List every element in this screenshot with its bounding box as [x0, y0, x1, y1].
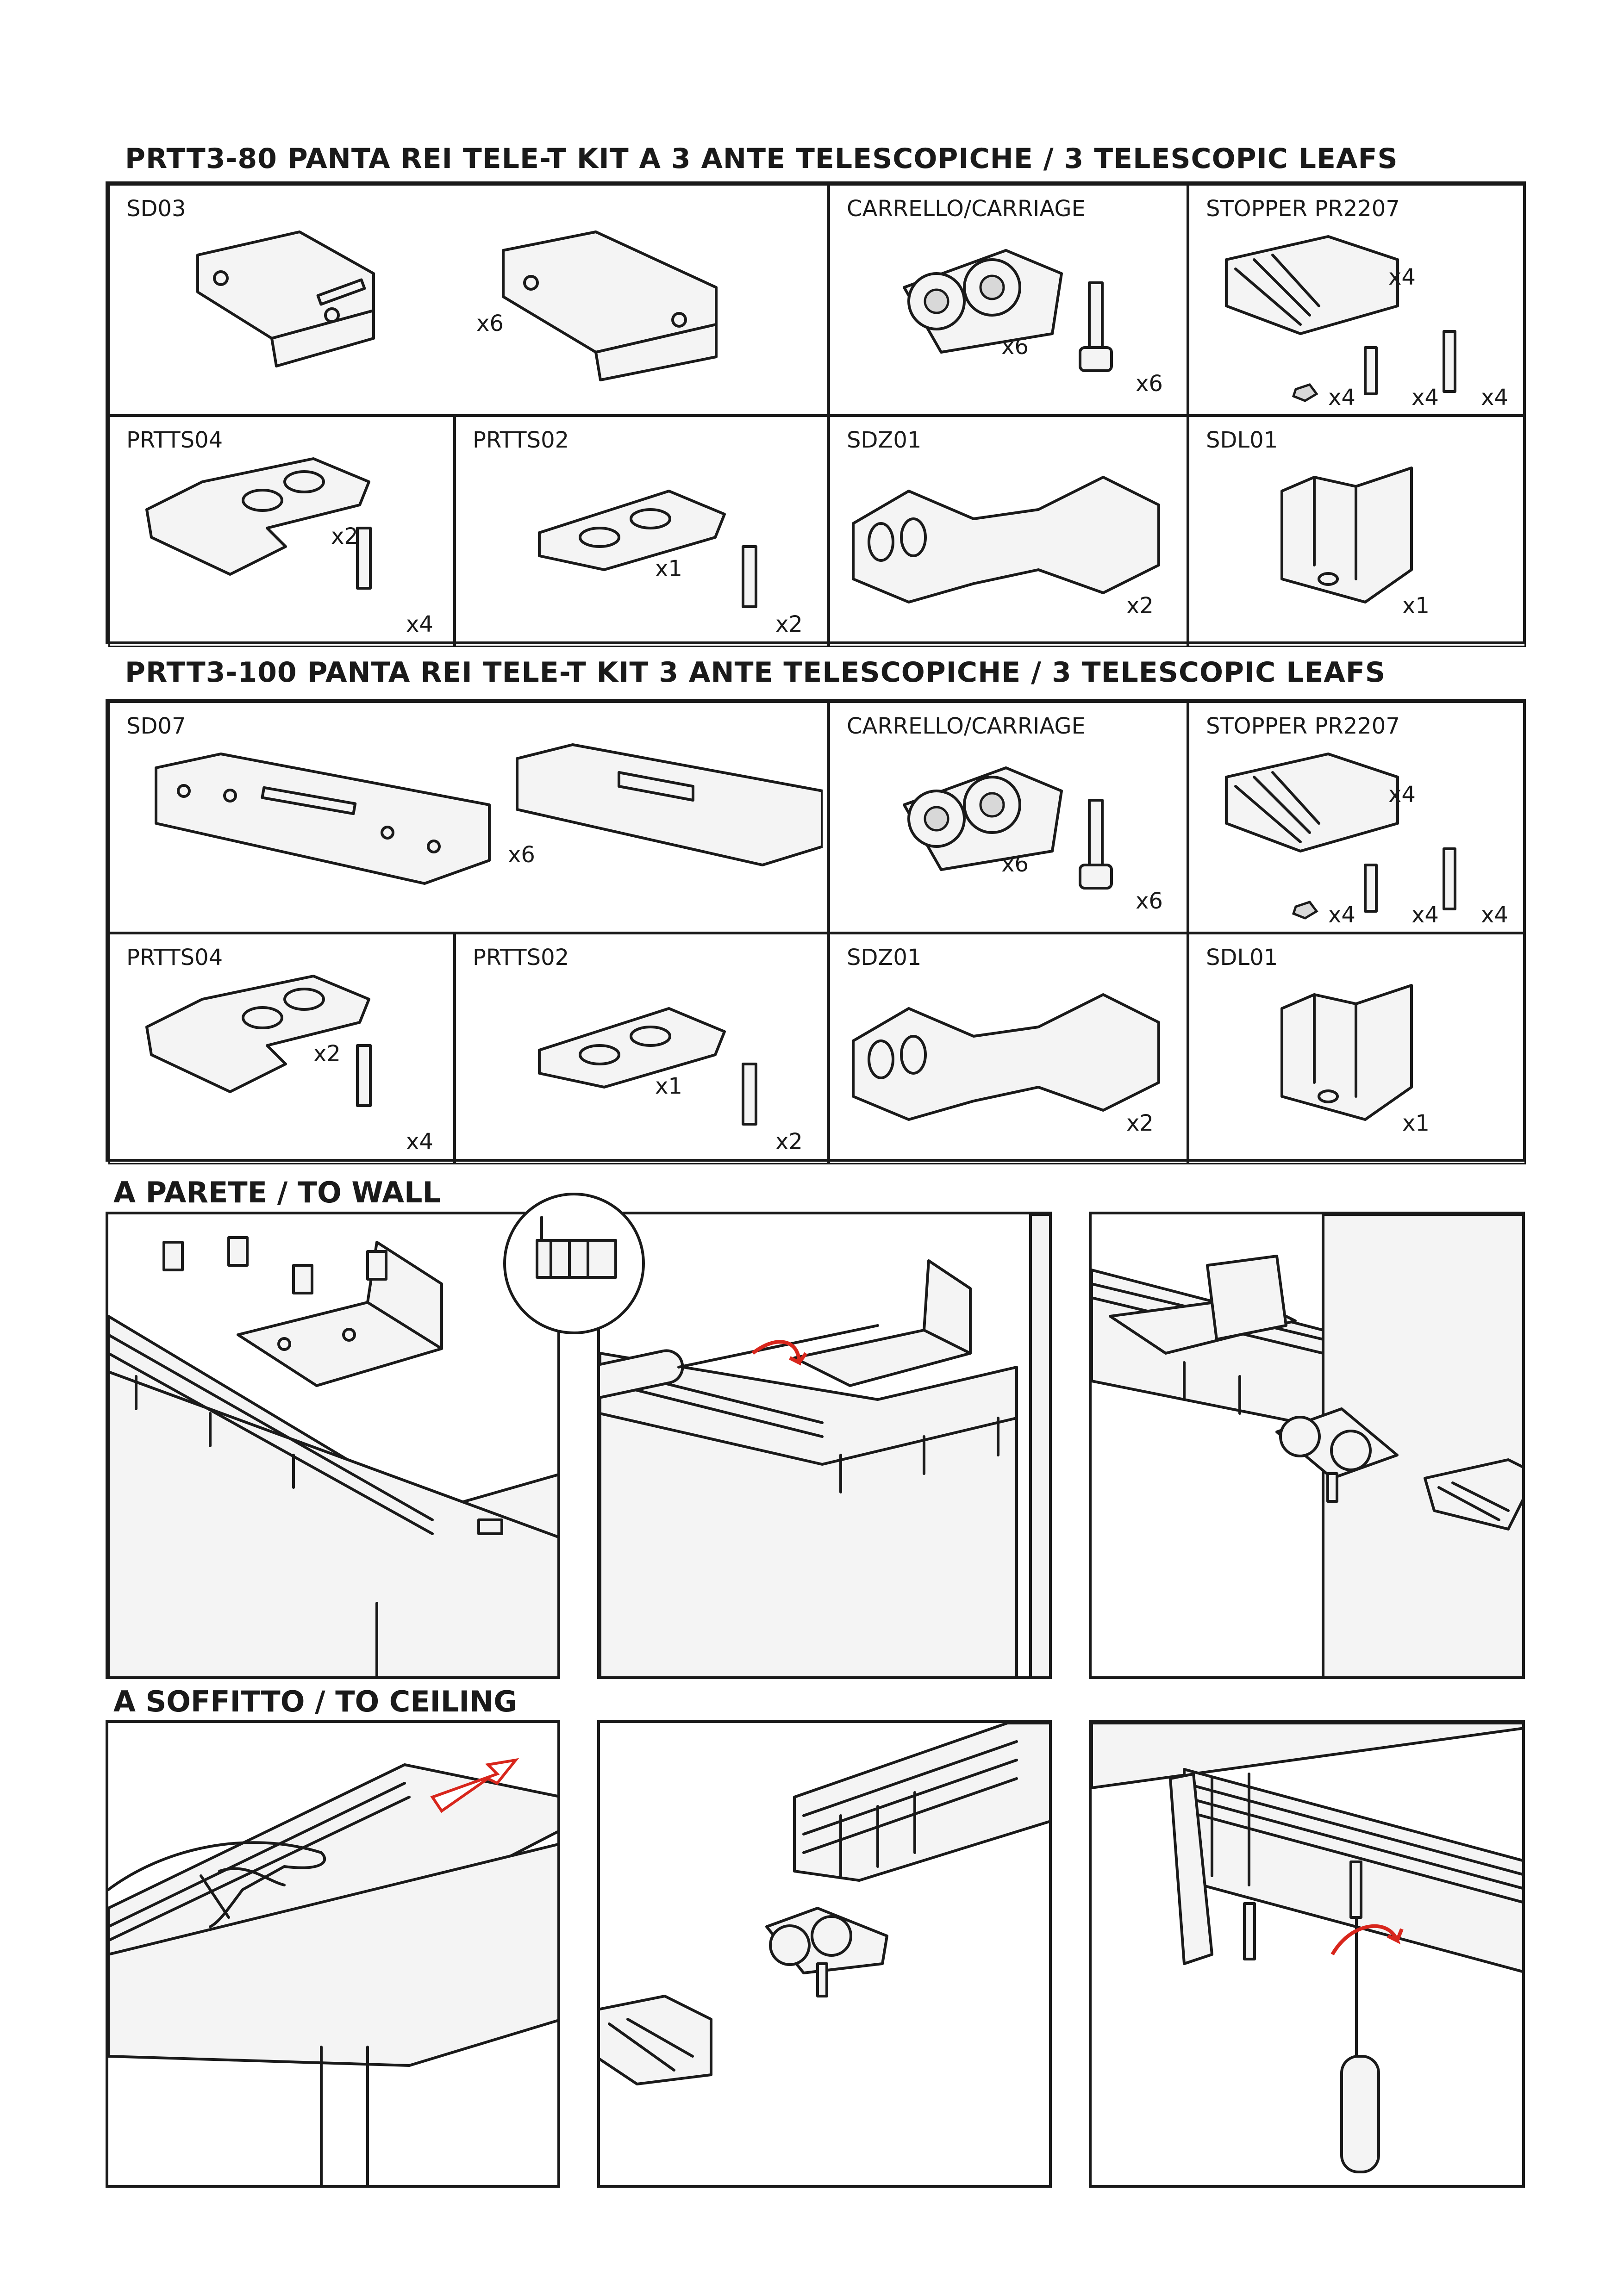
ceiling-step-2-illustration — [600, 1723, 1049, 2085]
part-label: PRTTS04 — [126, 945, 223, 971]
qty-label: x6 — [1136, 371, 1163, 397]
part-label: CARRELLO/CARRIAGE — [847, 196, 1086, 222]
prtts04-illustration — [145, 975, 372, 1107]
part-label: SD07 — [126, 713, 186, 739]
qty-label: x4 — [1481, 385, 1508, 411]
part-label: PRTTS02 — [473, 427, 569, 453]
cell-prtts02: PRTTS02 x1 x2 — [455, 416, 829, 647]
prtts04-illustration — [145, 457, 372, 590]
cell-stopper: STOPPER PR2207 x4 x4 x4 x4 — [1188, 702, 1526, 933]
prtts02-illustration — [538, 1007, 757, 1126]
qty-label: x4 — [406, 611, 433, 637]
wall-step-3-illustration — [1092, 1214, 1522, 1676]
qty-label: x6 — [508, 842, 535, 868]
qty-label: x4 — [1388, 264, 1416, 290]
sdl01-illustration — [1280, 467, 1413, 604]
section-wall-heading: A PARETE / TO WALL — [113, 1176, 441, 1209]
qty-label: x1 — [655, 1073, 682, 1099]
wall-step-2-panel — [597, 1212, 1052, 1679]
qty-label: x6 — [476, 311, 504, 336]
part-label: PRTTS04 — [126, 427, 223, 453]
sdl01-illustration — [1280, 984, 1413, 1121]
carriage-illustration — [903, 766, 1113, 890]
sdz01-illustration — [852, 476, 1160, 604]
kit100-table: SD07 x6 CARRELLO/CARRIAGE x6 x6 STOPPER … — [106, 699, 1526, 1164]
qty-label: x4 — [1412, 385, 1439, 411]
qty-label: x1 — [1402, 1110, 1430, 1136]
kit80-title: PRTT3-80 PANTA REI TELE-T KIT A 3 ANTE T… — [125, 143, 1398, 175]
kit100-title: PRTT3-100 PANTA REI TELE-T KIT 3 ANTE TE… — [125, 656, 1386, 689]
qty-label: x4 — [1328, 902, 1355, 928]
ceiling-step-3-panel — [1089, 1720, 1525, 2188]
stopper-illustration — [1225, 753, 1456, 920]
part-label: SDL01 — [1206, 427, 1278, 453]
part-label: SD03 — [126, 196, 186, 222]
prtts02-illustration — [538, 490, 757, 608]
ceiling-step-2-panel — [597, 1720, 1052, 2188]
part-label: SDZ01 — [847, 427, 922, 453]
qty-label: x2 — [1126, 1110, 1154, 1136]
qty-label: x4 — [1388, 782, 1416, 808]
qty-label: x4 — [1481, 902, 1508, 928]
carriage-illustration — [903, 249, 1113, 372]
wall-step-3-panel — [1089, 1212, 1525, 1679]
qty-label: x2 — [775, 611, 803, 637]
qty-label: x1 — [1402, 593, 1430, 619]
ceiling-step-1-panel — [106, 1720, 560, 2188]
section-ceiling-heading: A SOFFITTO / TO CEILING — [113, 1685, 518, 1718]
sd-bracket-illustration — [155, 743, 823, 885]
qty-label: x2 — [331, 523, 358, 549]
kit80-table: SD03 x6 CARRELLO/CARRIAGE x6 x6 STOPPER … — [106, 181, 1526, 647]
cell-sdl01: SDL01 x1 — [1188, 416, 1526, 647]
qty-label: x2 — [1126, 593, 1154, 619]
cell-prtts04: PRTTS04 x2 x4 — [108, 416, 455, 647]
detail-magnifier — [503, 1193, 645, 1334]
cell-sdz01: SDZ01 x2 — [829, 933, 1188, 1164]
part-label: STOPPER PR2207 — [1206, 713, 1400, 739]
cell-carriage: CARRELLO/CARRIAGE x6 x6 — [829, 702, 1188, 933]
part-label: SDL01 — [1206, 945, 1278, 971]
sd-bracket-illustration — [196, 230, 718, 381]
cell-sd: SD07 x6 — [108, 702, 829, 933]
stopper-illustration — [1225, 235, 1456, 402]
qty-label: x1 — [655, 556, 682, 582]
cell-sd: SD03 x6 — [108, 184, 829, 416]
cell-stopper: STOPPER PR2207 x4 x4 x4 x4 — [1188, 184, 1526, 416]
qty-label: x6 — [1136, 888, 1163, 914]
cell-sdl01: SDL01 x1 — [1188, 933, 1526, 1164]
qty-label: x4 — [406, 1129, 433, 1155]
part-label: SDZ01 — [847, 945, 922, 971]
qty-label: x2 — [313, 1041, 341, 1067]
cell-carriage: CARRELLO/CARRIAGE x6 x6 — [829, 184, 1188, 416]
qty-label: x4 — [1328, 385, 1355, 411]
wall-step-1-panel — [106, 1212, 560, 1679]
cell-prtts02: PRTTS02 x1 x2 — [455, 933, 829, 1164]
ceiling-step-1-illustration — [108, 1758, 557, 2185]
qty-label: x6 — [1001, 851, 1029, 877]
part-label: STOPPER PR2207 — [1206, 196, 1400, 222]
part-label: CARRELLO/CARRIAGE — [847, 713, 1086, 739]
sdz01-illustration — [852, 993, 1160, 1121]
cell-prtts04: PRTTS04 x2 x4 — [108, 933, 455, 1164]
cell-sdz01: SDZ01 x2 — [829, 416, 1188, 647]
ceiling-step-3-illustration — [1092, 1723, 1522, 2173]
qty-label: x2 — [775, 1129, 803, 1155]
wall-step-1-illustration — [108, 1236, 557, 1676]
wall-step-2-illustration — [600, 1214, 1049, 1676]
qty-label: x4 — [1412, 902, 1439, 928]
part-label: PRTTS02 — [473, 945, 569, 971]
qty-label: x6 — [1001, 334, 1029, 360]
